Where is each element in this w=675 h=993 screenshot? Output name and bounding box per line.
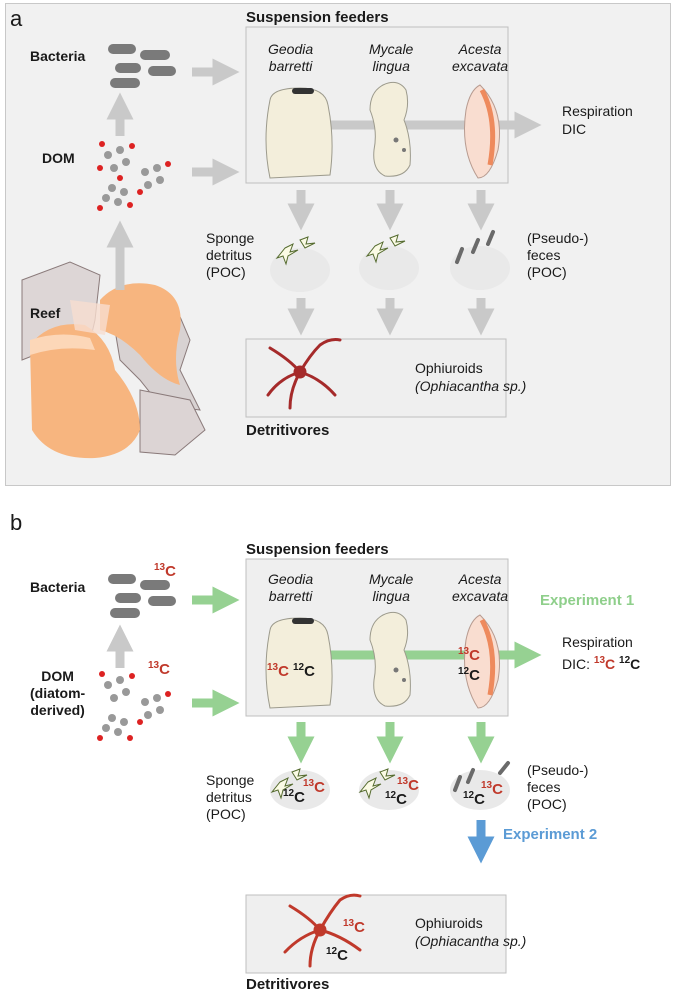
dom-label-b: DOM(diatom-derived): [30, 668, 86, 718]
geodia-sponge-b: [265, 617, 333, 709]
mycale-sponge-b: [369, 611, 411, 707]
ophiuroids-label-a: Ophiuroids: [415, 360, 483, 376]
geodia-sponge-a: [265, 87, 333, 179]
panel-label-a: a: [10, 6, 23, 31]
ophiuroid-icon-b: [283, 893, 362, 968]
acesta-bivalve-b: [464, 614, 501, 709]
ophiuroids-label-b: Ophiuroids: [415, 915, 483, 931]
suspension-feeders-header-a: Suspension feeders: [246, 9, 389, 26]
ophiuroid-13c: 13C: [343, 918, 365, 936]
feces-13c: 13C: [481, 780, 503, 798]
ophiacantha-label-b: (Ophiacantha sp.): [415, 933, 527, 949]
bacteria-label-a: Bacteria: [30, 48, 86, 64]
dom-molecule-icon: [97, 141, 171, 211]
ophiuroid-icon-a: [266, 338, 342, 410]
feces-pellets-a: [455, 230, 495, 264]
dic-label-b: DIC: 13C 12C: [562, 655, 641, 672]
feces-label-a: (Pseudo-)feces(POC): [527, 230, 589, 280]
sponge-spicules-b: [270, 768, 396, 800]
respiration-label-a: Respiration: [562, 103, 633, 119]
detritivores-label-a: Detritivores: [246, 422, 330, 439]
detritivores-box-b: [245, 894, 507, 974]
dic-12c-label: 12C: [619, 655, 641, 672]
dom-label-a: DOM: [42, 150, 75, 166]
bacteria-icon-b: [108, 574, 176, 618]
detritus-geodia-13c: 13C: [303, 778, 325, 796]
dom-molecule-icon-b: [97, 671, 171, 741]
bacteria-icon: [108, 44, 176, 88]
sponge-spicules-a: [275, 234, 406, 266]
acesta-13c-label: 13C: [458, 646, 480, 664]
ophiacantha-label-a: (Ophiacantha sp.): [415, 378, 527, 394]
acesta-bivalve-a: [464, 84, 501, 179]
detritus-mycale-12c: 12C: [385, 790, 407, 808]
detritus-geodia-12c: 12C: [283, 788, 305, 806]
suspension-feeders-header-b: Suspension feeders: [246, 541, 389, 558]
dic-13c-label: 13C: [593, 655, 616, 672]
mycale-sponge-a: [369, 81, 411, 177]
dic-label-a: DIC: [562, 121, 587, 137]
feces-pellets-b: [453, 761, 510, 792]
reef-illustration: [21, 261, 206, 459]
experiment1-label: Experiment 1: [540, 592, 635, 609]
geodia-13c-label: 13C: [267, 662, 289, 680]
bacteria-label-b: Bacteria: [30, 579, 86, 595]
geodia-12c-label: 12C: [293, 662, 315, 680]
reef-label: Reef: [30, 305, 61, 321]
feces-label-b: (Pseudo-)feces(POC): [527, 762, 589, 812]
panel-label-b: b: [10, 510, 23, 535]
feces-12c: 12C: [463, 790, 485, 808]
detritus-mycale-13c: 13C: [397, 776, 419, 794]
detritivores-label-b: Detritivores: [246, 976, 330, 993]
ophiuroid-12c: 12C: [326, 946, 348, 964]
respiration-label-b: Respiration: [562, 634, 633, 650]
experiment2-label: Experiment 2: [503, 826, 598, 843]
bacteria-13c-label: 13C: [154, 562, 176, 580]
dom-13c-label: 13C: [148, 660, 170, 678]
acesta-12c-label: 12C: [458, 666, 480, 684]
